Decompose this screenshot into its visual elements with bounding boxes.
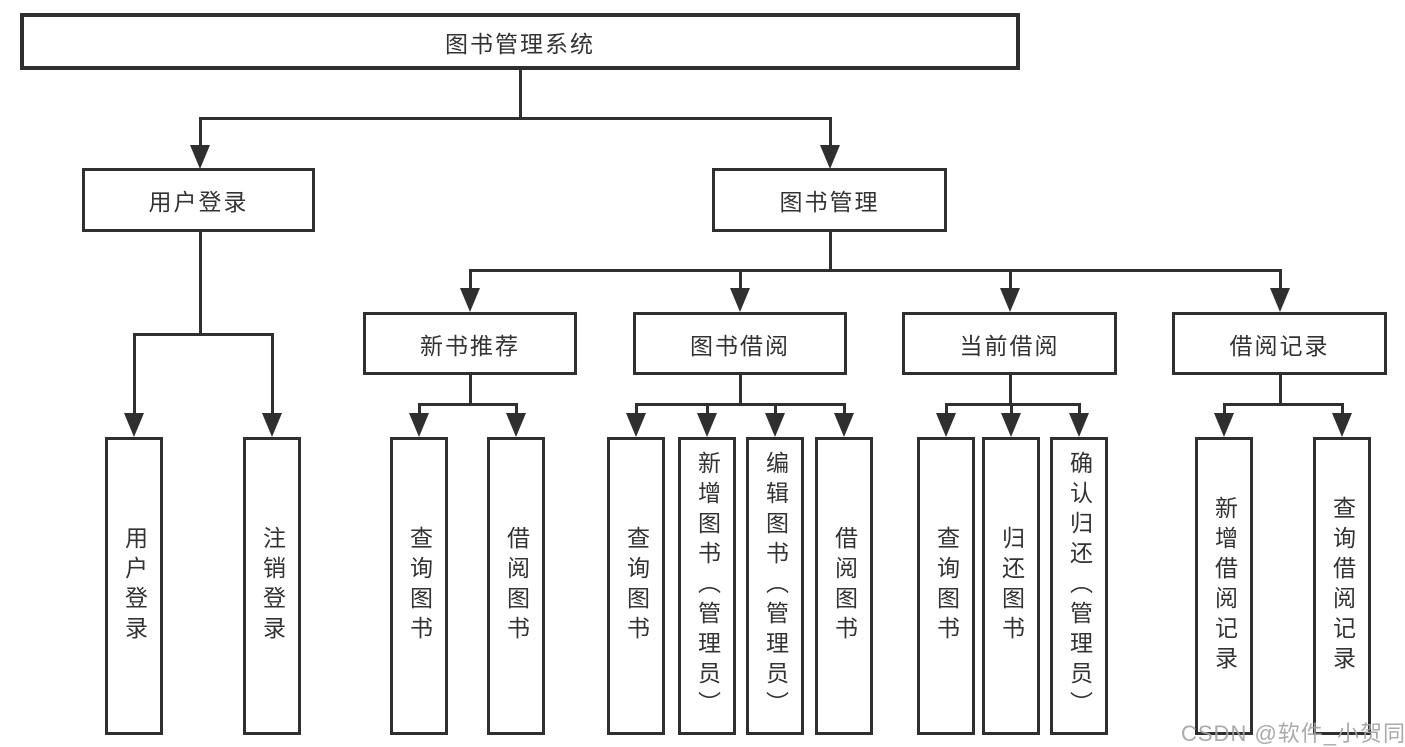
arrow-down-icon [1001, 413, 1021, 437]
connector-to-current-borrow [1009, 271, 1012, 290]
arrow-down-icon [190, 145, 210, 169]
leaf-label: 注销登录 [259, 526, 286, 646]
connector-current-horizontal [945, 403, 1081, 406]
node-label: 图书管理 [779, 189, 880, 215]
leaf-borrow-query-books: 查询图书 [607, 437, 665, 735]
arrow-down-icon [409, 413, 429, 437]
node-current-borrow: 当前借阅 [902, 312, 1117, 375]
leaf-label: 查询借阅记录 [1329, 496, 1356, 676]
node-book-management: 图书管理 [712, 168, 947, 232]
leaf-borrow-add-books-admin: 新增图书（管理员） [678, 437, 736, 735]
connector-records-stub [1279, 375, 1282, 405]
leaf-label: 用户登录 [121, 526, 148, 646]
arrow-down-icon [1332, 413, 1352, 437]
leaf-label: 借阅图书 [503, 526, 530, 646]
connector-to-book-borrow [739, 271, 742, 290]
connector-book-management-stub [829, 232, 832, 271]
arrow-down-icon [834, 413, 854, 437]
arrow-down-icon [506, 413, 526, 437]
arrow-down-icon [124, 413, 144, 437]
leaf-label: 新增图书（管理员） [694, 451, 721, 721]
leaf-label: 确认归还（管理员） [1066, 451, 1093, 721]
connector-leaf-drop [774, 404, 777, 415]
connector-leaf-drop [1341, 404, 1344, 415]
node-user-login: 用户登录 [82, 168, 315, 232]
node-label: 借阅记录 [1229, 332, 1330, 359]
connector-borrow-horizontal [635, 403, 846, 406]
leaf-label: 查询图书 [933, 526, 960, 646]
leaf-current-query-books: 查询图书 [917, 437, 975, 735]
node-new-book-recommend: 新书推荐 [363, 312, 577, 375]
connector-to-leaf-user-login [133, 335, 136, 415]
arrow-down-icon [697, 413, 717, 437]
connector-rowA-horizontal [199, 117, 832, 120]
leaf-label: 归还图书 [998, 526, 1025, 646]
connector-leaf-drop [945, 404, 948, 415]
connector-leaf-drop [1010, 404, 1013, 415]
node-root-library-system: 图书管理系统 [20, 13, 1020, 70]
connector-leaf-drop [706, 404, 709, 415]
connector-to-book-management [829, 119, 832, 146]
arrow-down-icon [765, 413, 785, 437]
connector-to-new-book-recommend [469, 271, 472, 290]
leaf-borrow-edit-books-admin: 编辑图书（管理员） [746, 437, 804, 735]
leaf-current-confirm-return-admin: 确认归还（管理员） [1050, 437, 1108, 735]
arrow-down-icon [820, 145, 840, 169]
connector-records-horizontal [1223, 403, 1344, 406]
arrow-down-icon [730, 288, 750, 312]
connector-to-user-login [199, 119, 202, 146]
leaf-label: 查询图书 [623, 526, 650, 646]
leaf-label: 编辑图书（管理员） [762, 451, 789, 721]
leaf-logout: 注销登录 [243, 437, 301, 735]
arrow-down-icon [1069, 413, 1089, 437]
node-label: 图书借阅 [690, 332, 790, 359]
connector-user-login-stub [199, 232, 202, 335]
leaf-recommend-query-books: 查询图书 [390, 437, 448, 735]
leaf-recommend-borrow-books: 借阅图书 [487, 437, 545, 735]
leaf-label: 新增借阅记录 [1211, 496, 1238, 676]
leaf-user-login: 用户登录 [105, 437, 163, 735]
arrow-down-icon [1000, 288, 1020, 312]
arrow-down-icon [626, 413, 646, 437]
connector-to-leaf-logout [271, 335, 274, 415]
leaf-records-add-record: 新增借阅记录 [1195, 437, 1253, 735]
arrow-down-icon [262, 413, 282, 437]
connector-rowB-horizontal [469, 269, 1282, 272]
node-borrow-records: 借阅记录 [1172, 312, 1387, 375]
leaf-borrow-borrow-books: 借阅图书 [815, 437, 873, 735]
node-label: 图书管理系统 [445, 30, 595, 57]
connector-leaf-drop [515, 404, 518, 415]
csdn-watermark: CSDN @软件_小贺同学 [1181, 721, 1405, 746]
connector-leaf-drop [635, 404, 638, 415]
connector-current-stub [1009, 375, 1012, 405]
connector-borrow-stub [739, 375, 742, 405]
node-label: 用户登录 [148, 189, 249, 215]
connector-leaf-drop [1078, 404, 1081, 415]
leaf-label: 查询图书 [406, 526, 433, 646]
arrow-down-icon [1270, 288, 1290, 312]
leaf-current-return-books: 归还图书 [982, 437, 1040, 735]
arrow-down-icon [936, 413, 956, 437]
leaf-records-query-record: 查询借阅记录 [1313, 437, 1371, 735]
connector-to-borrow-records [1279, 271, 1282, 290]
node-label: 新书推荐 [420, 332, 520, 359]
connector-recommend-horizontal [418, 403, 518, 406]
connector-leaf-drop [418, 404, 421, 415]
connector-leaf-drop [843, 404, 846, 415]
arrow-down-icon [460, 288, 480, 312]
arrow-down-icon [1214, 413, 1234, 437]
leaf-label: 借阅图书 [831, 526, 858, 646]
connector-root-stub [519, 70, 522, 118]
connector-rowC-horizontal [133, 333, 274, 336]
connector-leaf-drop [1223, 404, 1226, 415]
node-label: 当前借阅 [959, 332, 1060, 359]
node-book-borrow: 图书借阅 [633, 312, 847, 375]
connector-recommend-stub [469, 375, 472, 405]
